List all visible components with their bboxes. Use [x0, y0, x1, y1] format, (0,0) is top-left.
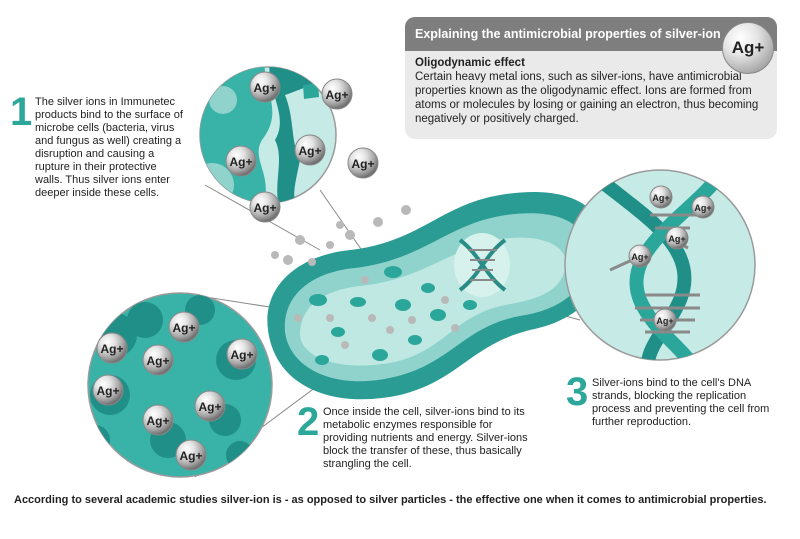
silver-ion-icon: Ag+ — [97, 333, 127, 363]
cell-dna-region — [454, 233, 510, 297]
silver-ion-icon: Ag+ — [322, 79, 352, 109]
silver-ion-icon: Ag+ — [143, 345, 173, 375]
silver-ion-icon: Ag+ — [250, 72, 280, 102]
silver-ion-icon: Ag+ — [250, 192, 280, 222]
ion-label: Ag+ — [229, 155, 252, 169]
ion-label: Ag+ — [100, 342, 123, 356]
ion-label: Ag+ — [325, 88, 348, 102]
ion-label: Ag+ — [652, 193, 669, 203]
ion-label: Ag+ — [96, 384, 119, 398]
info-box: Explaining the antimicrobial properties … — [405, 17, 777, 139]
silver-ion-icon: Ag+ — [295, 135, 325, 165]
ion-label: Ag+ — [298, 144, 321, 158]
ion-label: Ag+ — [694, 203, 711, 213]
info-box-body: Oligodynamic effect Certain heavy metal … — [405, 51, 777, 126]
ion-label: Ag+ — [631, 252, 648, 262]
bacterium-cell — [267, 192, 605, 399]
silver-ion-icon: Ag+ — [348, 148, 378, 178]
silver-ion-icon: Ag+ — [176, 440, 206, 470]
ion-label: Ag+ — [230, 348, 253, 362]
info-box-subtitle: Oligodynamic effect — [415, 57, 767, 69]
ion-label: Ag+ — [656, 316, 673, 326]
footer-note: According to several academic studies si… — [14, 493, 789, 507]
silver-ion-icon: Ag+ — [226, 146, 256, 176]
ion-label: Ag+ — [172, 321, 195, 335]
step-2-number: 2 — [297, 402, 319, 442]
step-1-number: 1 — [10, 92, 32, 132]
step-1-text: The silver ions in Immunetec products bi… — [35, 96, 185, 200]
ion-label: Ag+ — [668, 234, 685, 244]
silver-ion-icon: Ag+ — [692, 196, 714, 218]
ion-label: Ag+ — [253, 81, 276, 95]
silver-ion-icon: Ag+ — [666, 227, 688, 249]
step-2-text: Once inside the cell, silver-ions bind t… — [323, 406, 538, 471]
silver-ion-icon: Ag+ — [143, 405, 173, 435]
silver-ion-icon: Ag+ — [650, 186, 672, 208]
step-3-text: Silver-ions bind to the cell's DNA stran… — [592, 377, 782, 429]
silver-ion-icon: Ag+ — [195, 391, 225, 421]
ion-label: Ag+ — [253, 201, 276, 215]
ion-label: Ag+ — [198, 400, 221, 414]
silver-ion-icon: Ag+ — [93, 375, 123, 405]
ion-label: Ag+ — [351, 157, 374, 171]
ion-label: Ag+ — [146, 414, 169, 428]
info-box-text: Certain heavy metal ions, such as silver… — [415, 70, 767, 126]
step-3-number: 3 — [566, 372, 588, 412]
ion-label: Ag+ — [179, 449, 202, 463]
silver-ion-icon: Ag+ — [629, 245, 651, 267]
silver-ion-icon: Ag+ — [169, 312, 199, 342]
silver-ion-badge-icon: Ag+ — [722, 22, 774, 74]
silver-ion-icon: Ag+ — [654, 309, 676, 331]
silver-ion-icon: Ag+ — [227, 339, 257, 369]
ion-label: Ag+ — [146, 354, 169, 368]
